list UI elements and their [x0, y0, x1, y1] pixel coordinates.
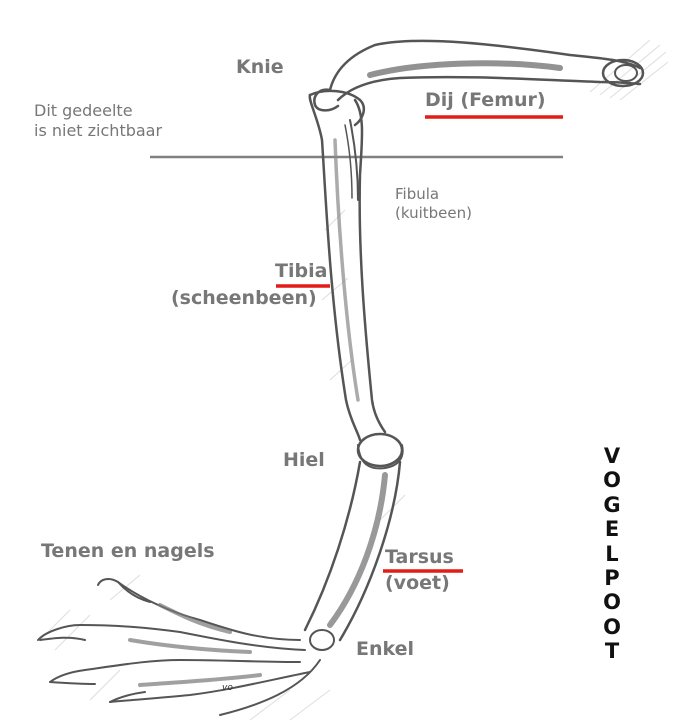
label-fibula-line2: (kuitbeen) — [395, 204, 472, 222]
label-tarsus-dutch: (voet) — [385, 572, 450, 594]
label-tarsus: Tarsus — [385, 546, 454, 568]
title-letter: O — [603, 590, 621, 614]
label-invisible-line1: Dit gedeelte — [34, 101, 133, 120]
fibula-bone — [345, 120, 358, 200]
title-letter: V — [604, 444, 620, 468]
label-tibia: Tibia — [275, 260, 327, 282]
label-knie: Knie — [236, 56, 284, 78]
label-enkel: Enkel — [356, 638, 414, 660]
vertical-title: V O G E L P O O T — [598, 444, 626, 664]
title-letter: L — [605, 542, 618, 566]
label-tibia-dutch: (scheenbeen) — [171, 287, 317, 309]
artist-signature: vo — [222, 683, 233, 693]
title-letter: G — [603, 493, 620, 517]
label-tenen: Tenen en nagels — [41, 540, 215, 562]
title-letter: O — [603, 615, 621, 639]
label-hiel: Hiel — [283, 449, 325, 471]
label-femur: Dij (Femur) — [425, 89, 546, 111]
heel-joint — [358, 434, 403, 468]
label-fibula-line1: Fibula — [395, 185, 439, 203]
title-letter: O — [603, 468, 621, 492]
title-letter: P — [604, 566, 619, 590]
label-invisible-line2: is niet zichtbaar — [34, 121, 162, 140]
toe-bones — [38, 579, 320, 715]
title-letter: E — [605, 517, 619, 541]
title-letter: T — [605, 639, 619, 663]
